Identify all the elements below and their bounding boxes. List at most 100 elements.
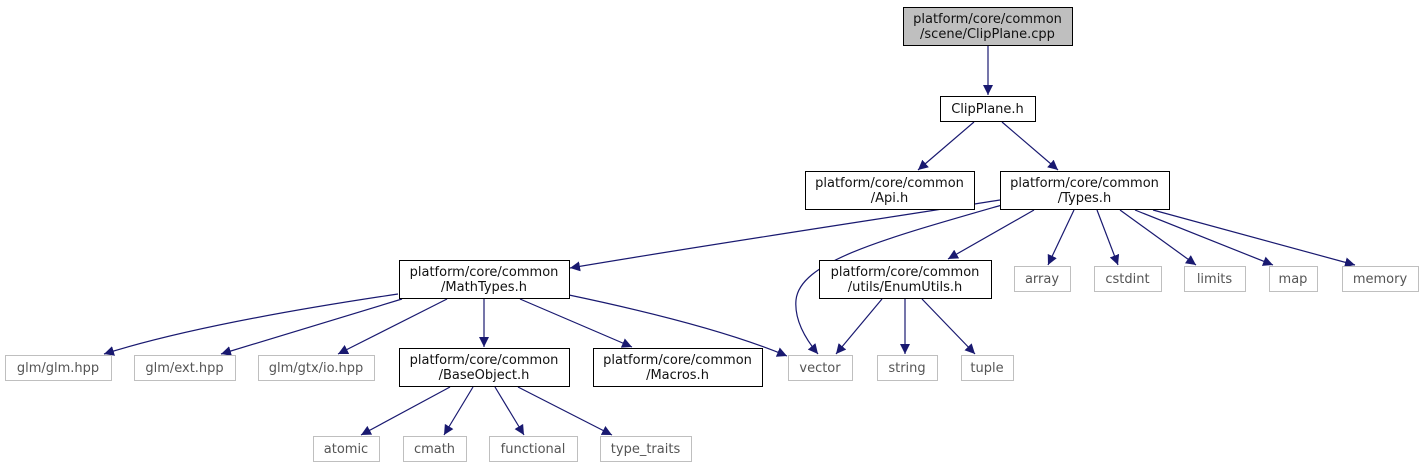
node-box [788, 355, 853, 381]
node-label: platform/core/common [410, 353, 559, 368]
node-box [877, 355, 938, 381]
edge-types_h-to-map [1134, 209, 1274, 266]
node-label: platform/core/common [410, 265, 559, 280]
node-label: /scene/ClipPlane.cpp [920, 27, 1055, 42]
node-api_h[interactable]: platform/core/common/Api.h [805, 171, 975, 210]
node-label: /utils/EnumUtils.h [848, 280, 962, 295]
node-array: array [1014, 266, 1071, 292]
node-box [593, 348, 763, 387]
node-label: vector [799, 361, 841, 376]
node-label: platform/core/common [913, 12, 1062, 27]
node-clipplane_cpp: platform/core/common/scene/ClipPlane.cpp [903, 7, 1073, 46]
node-box [399, 260, 570, 299]
nodes-layer: platform/core/common/scene/ClipPlane.cpp… [5, 7, 1419, 462]
node-functional: functional [489, 436, 578, 462]
node-label: functional [501, 442, 566, 457]
edge-enumutils_h-to-vector [835, 298, 883, 355]
edge-types_h-to-limits [1119, 209, 1197, 266]
edge-mathtypes_h-to-ext_hpp [220, 298, 403, 356]
node-box [1269, 266, 1318, 292]
node-type_traits: type_traits [600, 436, 692, 462]
node-box [134, 355, 236, 381]
edge-enumutils_h-to-tuple [921, 298, 976, 355]
node-clipplane_h[interactable]: ClipPlane.h [940, 96, 1036, 122]
node-atomic: atomic [313, 436, 380, 462]
node-ext_hpp: glm/ext.hpp [134, 355, 236, 381]
edges-layer [103, 46, 1356, 436]
node-glm_hpp: glm/glm.hpp [5, 355, 112, 381]
edge-types_h-to-memory [1152, 209, 1356, 268]
node-cmath: cmath [403, 436, 467, 462]
node-enumutils_h[interactable]: platform/core/common/utils/EnumUtils.h [819, 260, 992, 299]
edge-baseobject_h-to-cmath [443, 386, 474, 436]
edge-types_h-to-mathtypes_h [569, 199, 1001, 272]
node-box [1184, 266, 1246, 292]
node-box [940, 96, 1036, 122]
node-box [258, 355, 375, 381]
edge-mathtypes_h-to-io_hpp [337, 298, 448, 355]
node-string: string [877, 355, 938, 381]
edge-clipplane_h-to-types_h [1001, 121, 1059, 171]
node-box [403, 436, 467, 462]
node-box [5, 355, 112, 381]
node-macros_h[interactable]: platform/core/common/Macros.h [593, 348, 763, 387]
node-label: glm/glm.hpp [17, 361, 99, 376]
node-label: atomic [324, 442, 368, 457]
node-box [1014, 266, 1071, 292]
node-box [489, 436, 578, 462]
node-box [1094, 266, 1162, 292]
node-label: limits [1197, 272, 1233, 287]
node-mathtypes_h[interactable]: platform/core/common/MathTypes.h [399, 260, 570, 299]
node-label: string [888, 361, 925, 376]
edge-types_h-to-cstdint [1096, 209, 1120, 266]
node-label: array [1025, 272, 1059, 287]
node-box [805, 171, 975, 210]
node-label: /Types.h [1058, 191, 1111, 206]
node-label: /Api.h [871, 191, 909, 206]
edge-clipplane_h-to-api_h [917, 121, 975, 171]
edge-types_h-to-vector [795, 204, 1003, 355]
node-box [1000, 171, 1170, 210]
node-label: type_traits [611, 442, 681, 457]
node-label: map [1279, 272, 1308, 287]
node-box [313, 436, 380, 462]
node-vector: vector [788, 355, 853, 381]
node-label: glm/ext.hpp [145, 361, 223, 376]
edge-mathtypes_h-to-macros_h [519, 298, 633, 348]
node-label: platform/core/common [831, 265, 980, 280]
node-label: platform/core/common [1010, 176, 1159, 191]
edge-mathtypes_h-to-glm_hpp [103, 293, 399, 356]
edge-types_h-to-enumutils_h [947, 209, 1035, 260]
node-memory: memory [1342, 266, 1419, 292]
node-cstdint: cstdint [1094, 266, 1162, 292]
node-box [1342, 266, 1419, 292]
node-box [903, 7, 1073, 46]
node-label: /BaseObject.h [439, 368, 530, 383]
node-label: cmath [414, 442, 455, 457]
node-label: tuple [970, 361, 1003, 376]
node-baseobject_h[interactable]: platform/core/common/BaseObject.h [399, 348, 570, 387]
edge-baseobject_h-to-functional [494, 386, 525, 436]
node-label: platform/core/common [815, 176, 964, 191]
node-map: map [1269, 266, 1318, 292]
edge-baseobject_h-to-type_traits [517, 386, 613, 436]
node-label: platform/core/common [603, 353, 752, 368]
node-label: cstdint [1105, 272, 1149, 287]
node-label: /Macros.h [646, 368, 709, 383]
node-box [600, 436, 692, 462]
node-tuple: tuple [961, 355, 1014, 381]
node-label: glm/gtx/io.hpp [269, 361, 364, 376]
node-io_hpp: glm/gtx/io.hpp [258, 355, 375, 381]
node-box [961, 355, 1014, 381]
edge-mathtypes_h-to-vector [568, 294, 788, 357]
node-box [819, 260, 992, 299]
node-label: /MathTypes.h [441, 280, 527, 295]
node-limits: limits [1184, 266, 1246, 292]
node-types_h[interactable]: platform/core/common/Types.h [1000, 171, 1170, 210]
node-label: memory [1353, 272, 1408, 287]
node-label: ClipPlane.h [951, 102, 1024, 117]
node-box [399, 348, 570, 387]
edge-baseobject_h-to-atomic [360, 386, 451, 436]
edge-types_h-to-array [1047, 209, 1075, 266]
